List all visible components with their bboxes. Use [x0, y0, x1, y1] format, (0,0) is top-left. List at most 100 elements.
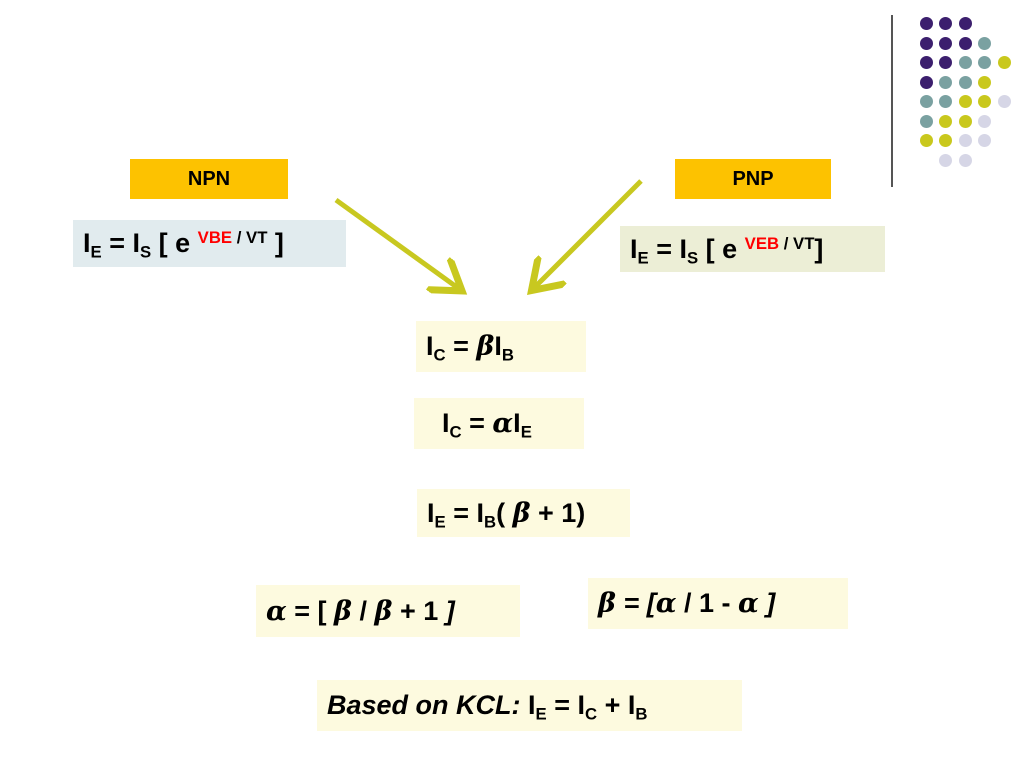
decorative-dot — [978, 114, 991, 128]
term: = I — [546, 690, 585, 720]
term: = — [461, 408, 493, 438]
term: + 1) — [530, 498, 586, 528]
decorative-dot — [919, 134, 933, 147]
subscript: C — [433, 345, 446, 365]
subscript: C — [449, 422, 462, 442]
decorative-dot — [939, 75, 952, 89]
decorative-dot — [958, 134, 972, 147]
decorative-divider-line — [891, 15, 893, 187]
decorative-dot — [919, 36, 933, 50]
term: I — [83, 228, 91, 258]
pnp-equation: IE = IS [ e VEB / VT] — [620, 226, 885, 272]
exponent-vbe: VBE — [197, 227, 233, 247]
term: + I — [597, 690, 636, 720]
exponent-vt: / VT — [779, 233, 815, 253]
ic-beta-equation: IC = βIB — [416, 321, 586, 372]
npn-label-text: NPN — [187, 168, 231, 190]
alpha-symbol: α — [266, 596, 287, 627]
pnp-arrow — [535, 179, 643, 287]
decorative-dot — [958, 153, 972, 167]
decorative-dot — [919, 75, 933, 89]
term: ] — [267, 228, 284, 258]
subscript: S — [686, 248, 699, 268]
ie-ib-equation: IE = IB( β + 1) — [417, 489, 630, 537]
term: I — [426, 331, 434, 361]
term: / — [351, 596, 375, 626]
decorative-dot — [958, 17, 972, 30]
decorative-dot — [919, 95, 933, 108]
decorative-dot — [939, 36, 952, 50]
subscript: E — [637, 248, 649, 268]
decorative-dot — [978, 56, 991, 69]
decorative-dot — [958, 95, 972, 108]
beta-symbol: β — [476, 331, 495, 362]
beta-equation: β = [α / 1 - α ] — [588, 578, 848, 629]
subscript: E — [434, 512, 446, 532]
term: = [ — [615, 588, 656, 618]
term: [ e — [698, 234, 745, 264]
decorative-dot — [958, 114, 972, 128]
term: I — [513, 408, 521, 438]
term: = — [445, 331, 477, 361]
pnp-label: PNP — [675, 159, 831, 199]
term: I — [442, 408, 450, 438]
npn-equation: IE = IS [ e VBE / VT ] — [73, 220, 346, 267]
decorative-dot — [939, 56, 952, 69]
decorative-dot — [978, 75, 991, 89]
term: I — [630, 234, 638, 264]
kcl-label: Based on KCL: — [327, 690, 521, 720]
term: ] — [445, 596, 455, 626]
term: I — [427, 498, 435, 528]
beta-symbol: β — [598, 588, 616, 619]
pnp-label-text: PNP — [732, 168, 774, 190]
subscript: B — [501, 345, 514, 365]
decorative-dot — [919, 56, 933, 69]
decorative-dot — [939, 95, 952, 108]
term: I — [494, 331, 502, 361]
ic-alpha-equation: IC = αIE — [414, 398, 584, 449]
decorative-dot — [939, 17, 952, 30]
npn-label: NPN — [130, 159, 288, 199]
subscript: E — [520, 422, 532, 442]
term: = I — [101, 228, 140, 258]
beta-symbol: β — [334, 596, 352, 627]
term: / 1 - — [676, 588, 738, 618]
kcl-equation: Based on KCL: IE = IC + IB — [317, 680, 742, 731]
term: ] — [814, 234, 824, 264]
npn-arrow — [334, 197, 458, 288]
decorative-dot — [919, 17, 933, 30]
alpha-equation: α = [ β / β + 1 ] — [256, 585, 520, 637]
alpha-symbol: α — [492, 408, 514, 439]
decorative-dot — [978, 95, 991, 108]
term: [ e — [151, 228, 198, 258]
term: + 1 — [392, 596, 446, 626]
term: ( — [496, 498, 513, 528]
decorative-dot — [958, 75, 972, 89]
term: = I — [648, 234, 687, 264]
term: I — [520, 690, 536, 720]
alpha-symbol: α — [738, 588, 759, 619]
decorative-dot — [958, 56, 972, 69]
decorative-dot — [939, 114, 952, 128]
beta-symbol: β — [512, 498, 531, 529]
decorative-dot — [939, 153, 952, 167]
beta-symbol: β — [374, 596, 393, 627]
subscript: E — [535, 704, 547, 724]
subscript: B — [483, 512, 497, 532]
exponent-veb: VEB — [744, 233, 780, 253]
subscript: B — [635, 704, 648, 724]
term: = [ — [286, 596, 335, 626]
decorative-dot — [958, 36, 972, 50]
decorative-dot — [997, 56, 1011, 69]
decorative-dot — [978, 36, 991, 50]
term: = I — [445, 498, 484, 528]
subscript: S — [139, 242, 152, 262]
subscript: C — [584, 704, 598, 724]
subscript: E — [90, 242, 102, 262]
decorative-dot — [919, 114, 933, 128]
term: ] — [758, 588, 776, 618]
exponent-vt: / VT — [232, 227, 268, 247]
decorative-dot — [939, 134, 952, 147]
alpha-symbol: α — [655, 588, 677, 619]
